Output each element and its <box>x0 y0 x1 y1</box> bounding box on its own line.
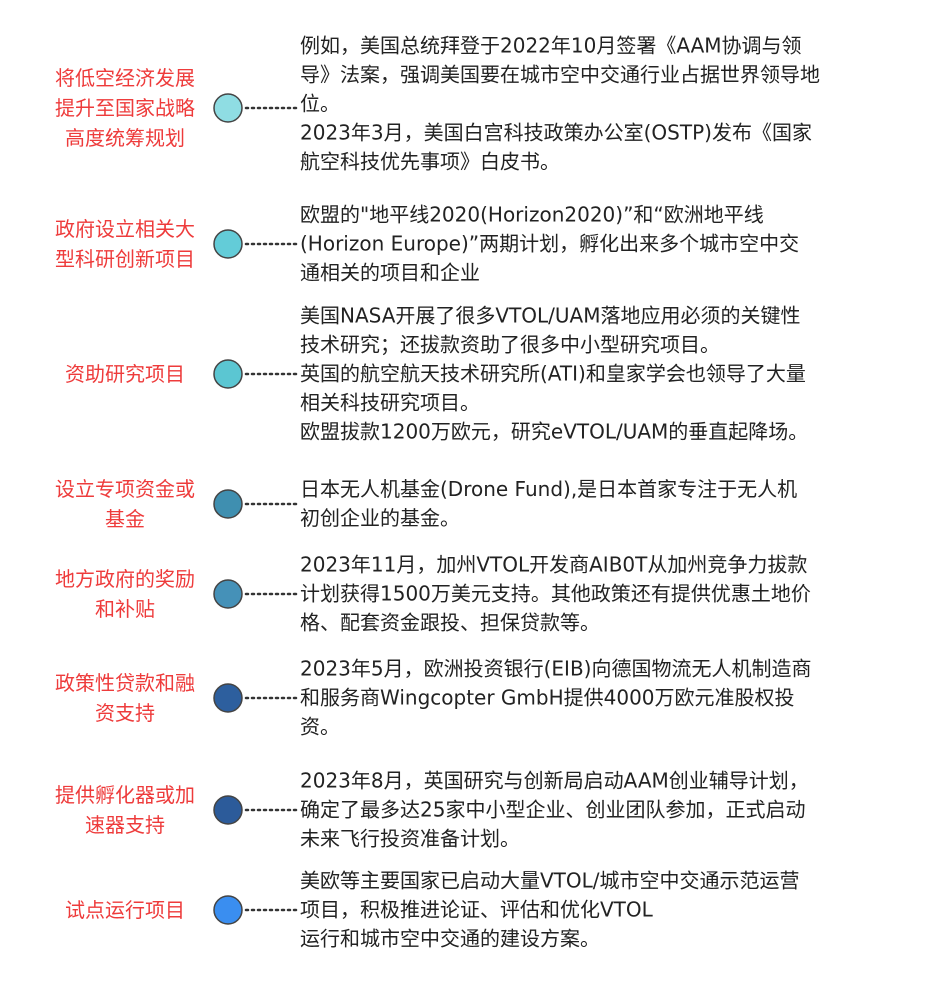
item-description: 2023年8月，英国研究与创新局启动AAM创业辅导计划， 确定了最多达25家中小… <box>300 767 900 854</box>
item-description: 欧盟的"地平线2020(Horizon2020)”和“欧洲地平线 (Horizo… <box>300 201 900 288</box>
item-label: 试点运行项目 <box>10 895 240 925</box>
item-description: 2023年5月，欧洲投资银行(EIB)向德国物流无人机制造商 和服务商Wingc… <box>300 655 900 742</box>
item-description: 美欧等主要国家已启动大量VTOL/城市空中交通示范运营 项目，积极推进论证、评估… <box>300 867 900 954</box>
item-description: 美国NASA开展了很多VTOL/UAM落地应用必须的关键性 技术研究；还拔款资助… <box>300 302 900 447</box>
item-label: 政策性贷款和融 资支持 <box>10 668 240 728</box>
item-label: 提供孵化器或加 速器支持 <box>10 780 240 840</box>
item-label: 地方政府的奖励 和补贴 <box>10 564 240 624</box>
item-description: 例如，美国总统拜登于2022年10月签署《AAM协调与领 导》法案，强调美国要在… <box>300 32 900 177</box>
item-label: 资助研究项目 <box>10 359 240 389</box>
item-label: 将低空经济发展 提升至国家战略 高度统筹规划 <box>10 63 240 153</box>
item-label: 政府设立相关大 型科研创新项目 <box>10 214 240 274</box>
item-description: 日本无人机基金(Drone Fund),是日本首家专注于无人机 初创企业的基金。 <box>300 475 900 533</box>
item-label: 设立专项资金或 基金 <box>10 474 240 534</box>
item-description: 2023年11月，加州VTOL开发商AIB0T从加州竞争力拔款 计划获得1500… <box>300 551 900 638</box>
